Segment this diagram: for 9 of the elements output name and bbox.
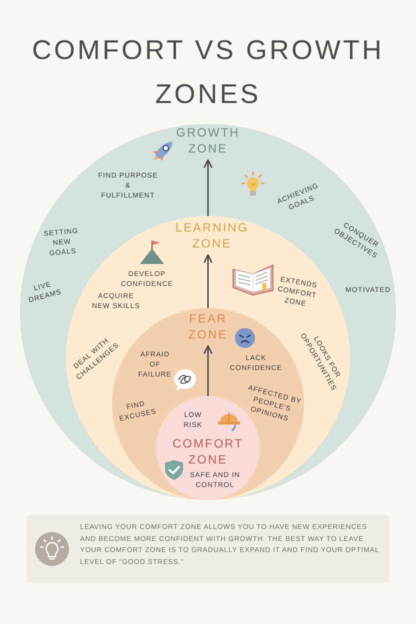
zone-title: COMFORT ZONE — [172, 436, 244, 468]
arrow — [204, 159, 212, 216]
zone-title: LEARNING ZONE — [174, 220, 250, 252]
diagram-title: COMFORT VS GROWTH ZONES — [31, 34, 385, 111]
arrow — [204, 345, 212, 396]
note-panel — [26, 515, 390, 583]
zone-title: FEAR ZONE — [187, 311, 229, 343]
arrow — [204, 254, 212, 308]
zone-title: GROWTH ZONE — [176, 125, 240, 157]
